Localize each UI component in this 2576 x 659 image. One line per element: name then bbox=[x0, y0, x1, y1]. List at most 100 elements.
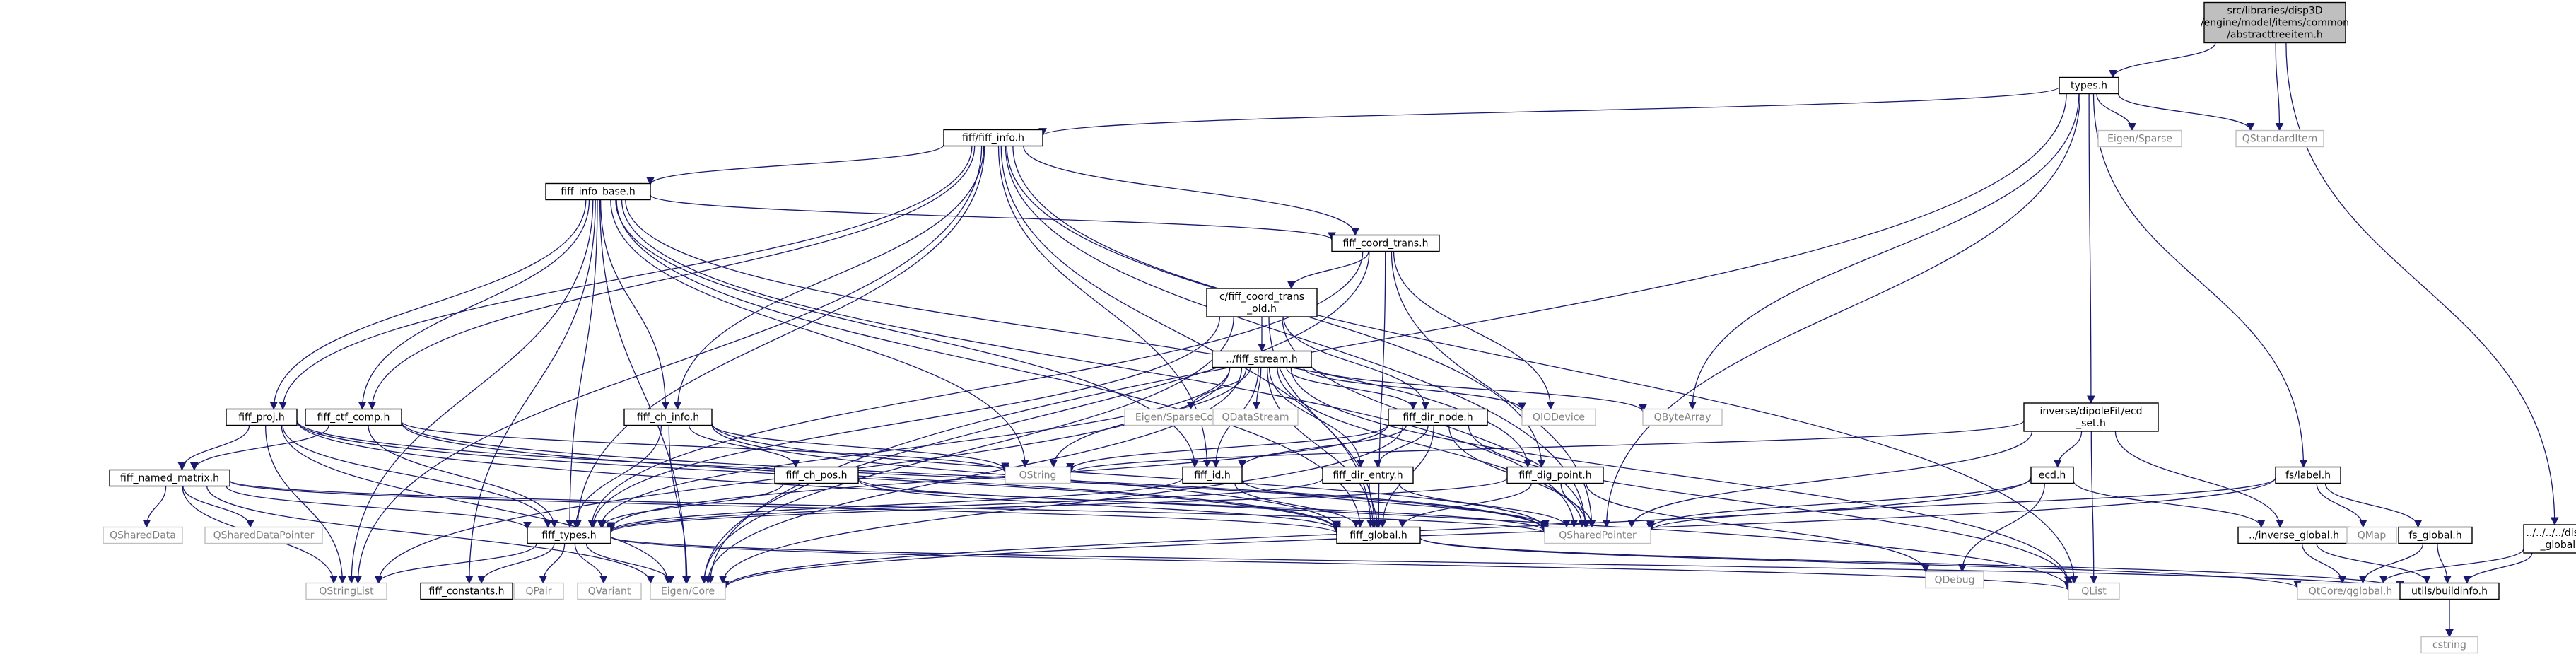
edge-fiff-stream-to-qdatastream bbox=[1252, 367, 1262, 410]
edge-fs-global-to-qtcore-qglobal bbox=[2358, 543, 2424, 584]
node-box bbox=[1182, 466, 1243, 484]
node-inverse-global[interactable]: ../inverse_global.h bbox=[2237, 526, 2350, 544]
edge-fiff-coord-trans-to-eigen-core bbox=[700, 251, 1370, 584]
node-box bbox=[109, 469, 230, 487]
node-label: QtCore/qglobal.h bbox=[2309, 586, 2393, 597]
edge-types-to-dipolefit-ecd-set bbox=[2087, 93, 2095, 404]
node-label: inverse/dipoleFit/ecd bbox=[2039, 406, 2142, 417]
edge-fiff-ctf-comp-to-fiff-types bbox=[368, 425, 558, 528]
node-box bbox=[1212, 350, 1312, 368]
node-label: fiff_dir_entry.h bbox=[1333, 470, 1403, 482]
node-box bbox=[1642, 408, 1723, 426]
edge-fiff-dir-entry-to-qsharedpointer bbox=[1398, 483, 1571, 528]
node-box bbox=[623, 408, 713, 426]
node-box bbox=[513, 582, 564, 600]
node-label: QSharedData bbox=[110, 530, 176, 542]
node-qpair: QPair bbox=[513, 582, 564, 600]
node-qmap: QMap bbox=[2346, 526, 2397, 544]
node-fiff-proj[interactable]: fiff_proj.h bbox=[226, 408, 298, 426]
node-box bbox=[650, 582, 726, 600]
edge-root-to-disp3d-global bbox=[2285, 42, 2559, 526]
node-fs-global[interactable]: fs_global.h bbox=[2398, 526, 2473, 544]
node-fiff-coord-trans[interactable]: fiff_coord_trans.h bbox=[1331, 234, 1440, 252]
edge-c-fiff-coord-trans-old-to-eigen-core bbox=[700, 316, 1234, 584]
node-ecd[interactable]: ecd.h bbox=[2030, 466, 2074, 484]
node-fiff-info[interactable]: fiff/fiff_info.h bbox=[943, 129, 1043, 147]
node-c-fiff-coord-trans-old[interactable]: c/fiff_coord_trans_old.h bbox=[1206, 288, 1318, 317]
node-qshareddata: QSharedData bbox=[103, 526, 183, 544]
node-label: _set.h bbox=[2076, 418, 2106, 429]
node-fiff-ch-info[interactable]: fiff_ch_info.h bbox=[623, 408, 713, 426]
node-fiff-global[interactable]: fiff_global.h bbox=[1336, 526, 1421, 544]
node-label: Eigen/Core bbox=[661, 586, 715, 597]
node-disp3d-global[interactable]: ../../../../disp3D_global.h bbox=[2523, 524, 2576, 554]
edge-fiff-ctf-comp-to-qstring bbox=[401, 421, 1009, 474]
node-fiff-ch-pos[interactable]: fiff_ch_pos.h bbox=[774, 466, 859, 484]
edge-fiff-dig-point-to-qsharedpointer bbox=[1560, 483, 1596, 528]
edge-fs-label-to-qsharedpointer bbox=[1646, 477, 2276, 532]
node-qshareddatapointer: QSharedDataPointer bbox=[204, 526, 323, 544]
node-box bbox=[2059, 76, 2119, 95]
node-fiff-dir-entry[interactable]: fiff_dir_entry.h bbox=[1322, 466, 1414, 484]
node-label: QDataStream bbox=[1222, 412, 1289, 424]
node-fs-label[interactable]: fs/label.h bbox=[2275, 466, 2341, 484]
edge-fiff-named-matrix-to-qshareddata bbox=[142, 486, 167, 528]
node-box bbox=[2097, 129, 2182, 148]
node-box bbox=[204, 526, 323, 544]
node-label: QDebug bbox=[1934, 575, 1974, 586]
edge-fiff-types-to-utils-buildinfo bbox=[610, 536, 2404, 591]
node-fiff-types[interactable]: fiff_types.h bbox=[527, 526, 611, 544]
node-fiff-id[interactable]: fiff_id.h bbox=[1182, 466, 1243, 484]
edge-fiff-named-matrix-to-fiff-global bbox=[229, 480, 1341, 535]
edge-fiff-stream-to-eigen-core bbox=[703, 367, 1243, 584]
node-box bbox=[2420, 636, 2478, 654]
edge-fiff-info-to-qstringlist bbox=[353, 146, 983, 584]
node-label: fiff/fiff_info.h bbox=[962, 133, 1024, 144]
node-label: fs_global.h bbox=[2408, 530, 2461, 542]
node-box bbox=[420, 582, 513, 600]
edge-fiff-ch-info-to-fiff-types bbox=[571, 425, 662, 528]
node-fiff-named-matrix[interactable]: fiff_named_matrix.h bbox=[109, 469, 230, 487]
node-qstringlist: QStringList bbox=[305, 582, 387, 600]
node-box bbox=[577, 582, 642, 600]
edge-fiff-dig-point-to-fiff-types bbox=[607, 477, 1508, 534]
edge-fiff-info-base-to-fiff-constants bbox=[464, 199, 596, 584]
node-fiff-ctf-comp[interactable]: fiff_ctf_comp.h bbox=[305, 408, 402, 426]
node-label: fiff_named_matrix.h bbox=[120, 473, 219, 484]
node-box bbox=[527, 526, 611, 544]
edge-types-to-qstandarditem bbox=[2117, 93, 2255, 132]
node-label: fiff_constants.h bbox=[429, 586, 505, 597]
edge-types-to-fiff-info bbox=[1038, 86, 2060, 136]
node-qsharedpointer: QSharedPointer bbox=[1544, 526, 1651, 544]
node-label: QSharedPointer bbox=[1559, 530, 1637, 542]
edge-fiff-proj-to-qsharedpointer bbox=[296, 420, 1549, 532]
edge-fiff-info-base-to-fiff-types bbox=[566, 199, 598, 528]
node-box bbox=[2346, 526, 2397, 544]
node-label: cstring bbox=[2432, 640, 2466, 651]
node-fiff-stream[interactable]: ../fiff_stream.h bbox=[1212, 350, 1312, 368]
node-label: fiff_ctf_comp.h bbox=[317, 412, 390, 424]
edge-fs-global-to-utils-buildinfo bbox=[2437, 543, 2452, 584]
node-label: Eigen/SparseCore bbox=[1135, 412, 1223, 424]
node-fiff-dir-node[interactable]: fiff_dir_node.h bbox=[1388, 408, 1488, 426]
node-cstring: cstring bbox=[2420, 636, 2478, 654]
node-fiff-constants[interactable]: fiff_constants.h bbox=[420, 582, 513, 600]
edge-fiff-proj-to-fiff-types bbox=[282, 425, 552, 528]
node-label: fiff_proj.h bbox=[238, 412, 285, 424]
node-root[interactable]: src/libraries/disp3D/engine/model/items/… bbox=[2201, 1, 2349, 44]
node-label: /abstracttreeitem.h bbox=[2227, 30, 2323, 41]
edge-fiff-ctf-comp-to-qsharedpointer bbox=[401, 421, 1549, 532]
node-fiff-info-base[interactable]: fiff_info_base.h bbox=[545, 182, 651, 201]
node-types[interactable]: types.h bbox=[2059, 76, 2119, 95]
edge-types-to-eigen-sparse bbox=[2096, 93, 2136, 132]
node-label: fiff_id.h bbox=[1194, 470, 1231, 482]
node-box bbox=[305, 408, 402, 426]
node-fiff-dig-point[interactable]: fiff_dig_point.h bbox=[1506, 466, 1604, 484]
node-dipolefit-ecd-set[interactable]: inverse/dipoleFit/ecd_set.h bbox=[2023, 402, 2159, 432]
edge-fiff-info-to-fiff-id bbox=[997, 146, 1212, 468]
node-utils-buildinfo[interactable]: utils/buildinfo.h bbox=[2399, 582, 2500, 600]
edge-types-to-fs-label bbox=[2092, 93, 2308, 468]
node-box bbox=[1521, 408, 1596, 426]
node-label: c/fiff_coord_trans bbox=[1219, 291, 1304, 303]
